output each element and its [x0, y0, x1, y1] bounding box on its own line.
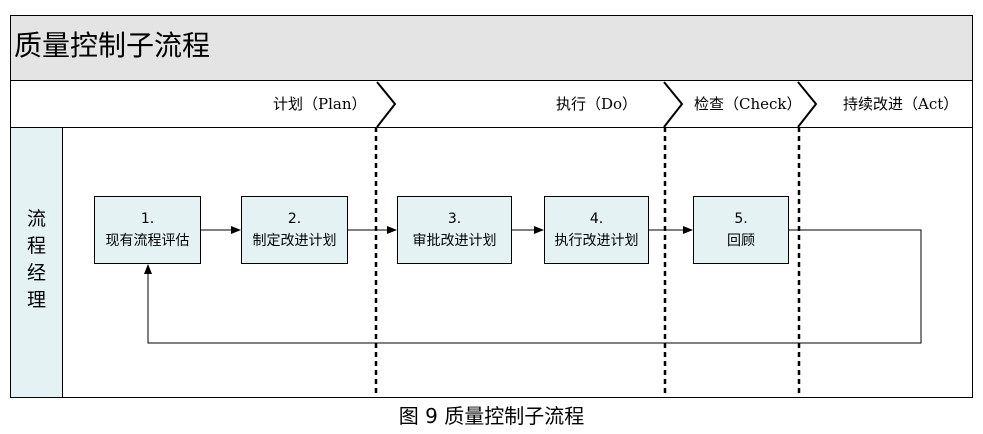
lane-label-char: 理: [26, 289, 46, 311]
step-label: 回顾: [727, 233, 755, 249]
lane-header: [10, 128, 63, 398]
step-box-1: 1. 现有流程评估: [94, 196, 201, 264]
figure-caption: 图 9 质量控制子流程: [398, 404, 585, 428]
step-box-3: 3. 审批改进计划: [397, 196, 512, 264]
phase-act-label: 持续改进（Act）: [843, 95, 959, 113]
step-number: 1.: [140, 211, 155, 227]
title-bar: [10, 15, 973, 81]
phase-plan-label: 计划（Plan）: [273, 95, 367, 113]
phase-bar: [10, 81, 973, 128]
step-label: 制定改进计划: [252, 233, 337, 249]
phase-chevron-icon: [797, 81, 818, 128]
step-number: 5.: [734, 211, 748, 227]
feedback-loop-arrow: [144, 229, 922, 344]
step-number: 2.: [287, 211, 302, 227]
phase-chevron-icon: [376, 81, 397, 128]
phase-chevron-icon: [663, 81, 684, 128]
step-label: 执行改进计划: [554, 233, 639, 249]
step-box-4: 4. 执行改进计划: [544, 196, 649, 264]
step-label: 审批改进计划: [412, 233, 497, 249]
lane-label-char: 程: [26, 235, 46, 257]
lane-label-char: 经: [26, 262, 46, 284]
step-label: 现有流程评估: [105, 233, 190, 249]
diagram-title: 质量控制子流程: [14, 29, 211, 62]
phase-check-label: 检查（Check）: [694, 95, 802, 113]
step-box-5: 5. 回顾: [693, 196, 789, 264]
phase-do-label: 执行（Do）: [556, 95, 638, 113]
lane-label-char: 流: [26, 208, 46, 230]
step-number: 4.: [589, 211, 604, 227]
step-box-2: 2. 制定改进计划: [241, 196, 348, 264]
step-number: 3.: [447, 211, 462, 227]
